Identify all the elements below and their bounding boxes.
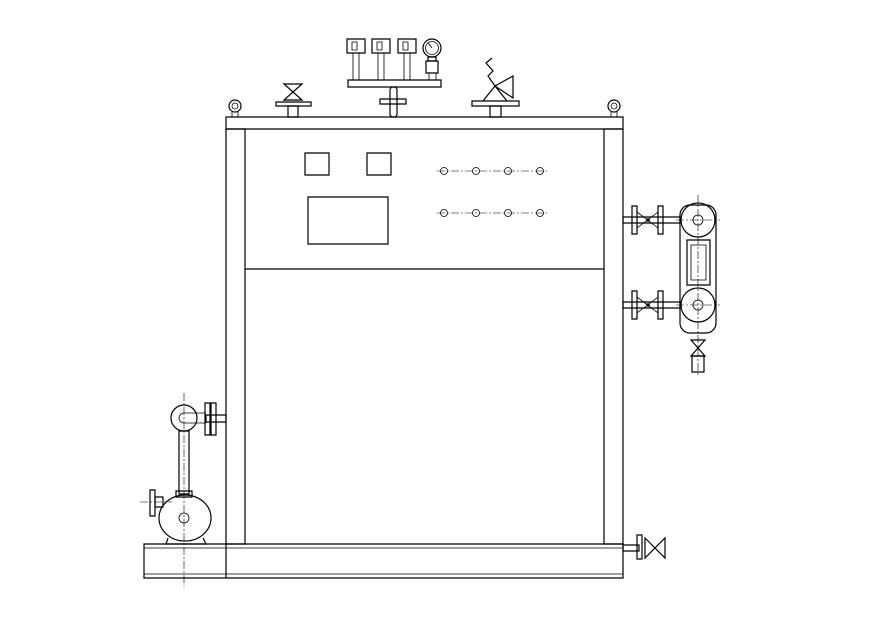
pressure-switch-1 (347, 39, 365, 80)
panel-switch-2 (367, 153, 391, 175)
lifting-lug-right (608, 100, 620, 117)
control-panel (305, 153, 549, 244)
panel-display (308, 197, 388, 244)
safety-valve-icon (472, 58, 519, 117)
panel-switch-1 (305, 153, 329, 175)
indicator-lights (441, 168, 544, 217)
water-level-gauge (623, 195, 720, 375)
pressure-switch-2 (372, 39, 390, 80)
stop-valve-icon (276, 84, 311, 117)
boiler-frame (144, 117, 623, 578)
feed-pump (140, 393, 226, 586)
drain-valve-icon (623, 535, 665, 559)
pressure-gauge-icon (423, 39, 441, 80)
instrument-manifold (347, 39, 441, 117)
pressure-switch-3 (398, 39, 416, 80)
lifting-lug-left (229, 100, 241, 117)
